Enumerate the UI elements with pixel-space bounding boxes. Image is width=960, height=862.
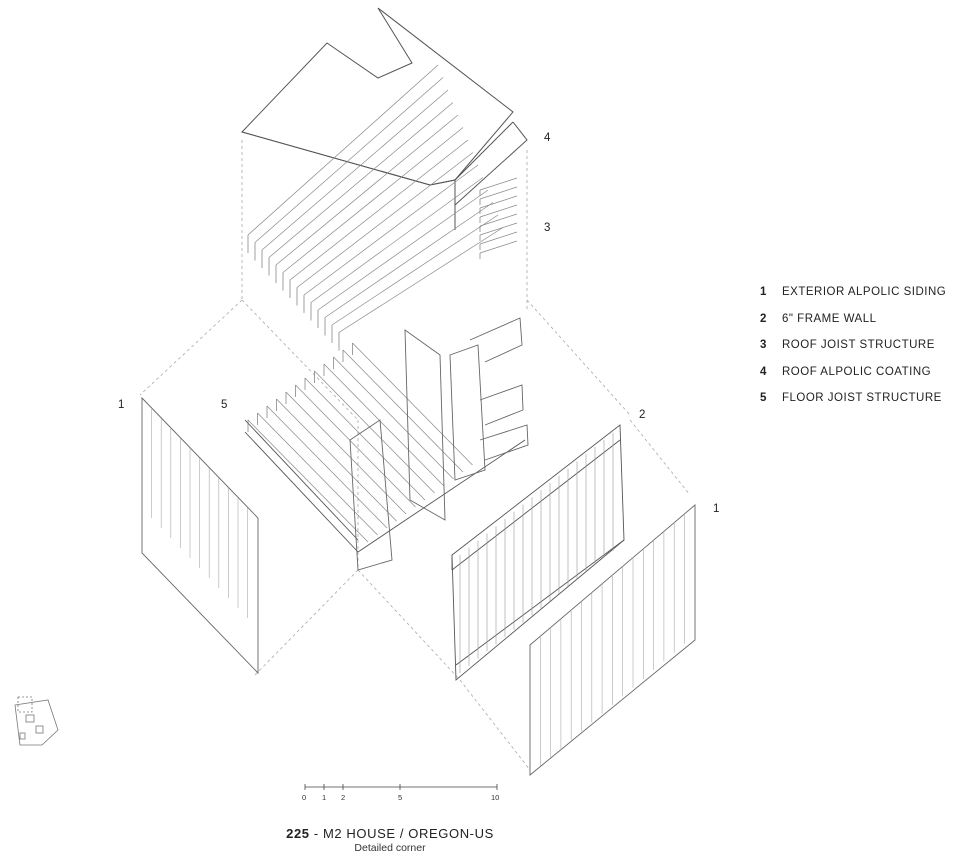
drawing-line [331,214,499,326]
legend-number: 4 [760,365,767,378]
drawing-line [268,102,454,258]
drawing-line [342,349,464,473]
drawing-outline [529,504,696,776]
drawing-line [254,77,444,243]
callout-frame-wall: 2 [639,409,646,421]
left-exterior-siding-panel [141,396,259,675]
drawing-line [289,139,469,281]
legend-label: EXTERIOR ALPOLIC SIDING [782,286,947,298]
roof-joist-structure [247,64,518,351]
drawing-line [247,64,439,236]
legend-item: 2 6" FRAME WALL [760,313,955,340]
drawing-line [338,227,504,333]
drawing-line [244,419,359,541]
drawing-line [295,384,416,508]
legend-item: 4 ROOF ALPOLIC COATING [760,366,955,393]
drawing-line [276,398,397,522]
scale-tick-label: 1 [322,793,327,802]
callout-floor-joist-structure: 5 [221,399,228,411]
drawing-line [282,127,464,273]
drawing-outline [141,396,259,675]
drawing-line [310,177,484,303]
drawing-subtitle: Detailed corner [354,842,426,854]
legend-item: 1 EXTERIOR ALPOLIC SIDING [760,286,955,313]
callout-roof-alpolic-coating: 4 [544,132,551,144]
drawing-line [324,202,494,318]
frame-wall-6in [451,424,625,681]
drawing-line [479,186,518,200]
drawing-line [304,377,426,501]
scale-tick-label: 10 [491,793,500,802]
drawing-line [314,370,435,494]
legend-number: 1 [760,286,767,298]
drawing-line [479,213,518,227]
legend-number: 5 [760,392,767,404]
drawing-line [479,231,518,245]
drawing-title: 225 - M2 HOUSE / OREGON-US [0,826,780,841]
drawing-line [357,439,526,553]
drawing-line [303,164,479,296]
legend-item: 5 FLOOR JOIST STRUCTURE [760,392,955,419]
drawing-line [451,439,621,571]
roof-alpolic-coating-panel [241,7,528,230]
legend-number: 2 [760,312,767,325]
legend-label: 6" FRAME WALL [782,312,877,325]
drawing-line [323,363,445,487]
scale-tick-label: 2 [341,793,346,802]
callout-exterior-siding-right: 1 [713,503,720,515]
drawing-line [266,405,388,529]
drawing-line [285,391,407,515]
drawing-line [296,152,474,288]
scale-tick-label: 5 [398,793,403,802]
drawing-line [261,89,449,251]
drawing-title-text: - M2 HOUSE / OREGON-US [309,826,494,841]
projection-guide-lines [139,140,691,771]
legend-item: 3 ROOF JOIST STRUCTURE [760,339,955,366]
scale-tick-label: 0 [302,793,307,802]
interior-frame-walls [349,317,529,571]
drawing-number: 225 [286,826,310,841]
drawing-line [333,356,454,480]
title-block: 225 - M2 HOUSE / OREGON-US Detailed corn… [0,826,780,854]
drawing-line [247,419,369,543]
drawing-line [479,195,518,209]
drawing-line [244,431,359,553]
drawing-line [455,539,625,666]
drawing-line [479,177,518,191]
legend: 1 EXTERIOR ALPOLIC SIDING 2 6" FRAME WAL… [760,286,955,419]
callout-roof-joist-structure: 3 [544,222,551,234]
legend-label: ROOF ALPOLIC COATING [782,365,932,378]
key-plan-icon [14,696,59,746]
drawing-line [479,204,518,218]
drawing-line [257,412,378,536]
legend-number: 3 [760,339,767,351]
legend-label: ROOF JOIST STRUCTURE [782,339,935,351]
drawing-line [317,189,489,311]
legend-label: FLOOR JOIST STRUCTURE [782,392,942,404]
drawing-line [479,222,518,236]
floor-joist-structure [244,342,526,553]
drawing-line [352,342,473,466]
drawing-line [479,240,518,254]
callout-exterior-siding-left: 1 [118,399,125,411]
scale-bar [304,784,498,790]
right-exterior-siding-panel [529,504,696,776]
drawing-line [275,114,459,266]
